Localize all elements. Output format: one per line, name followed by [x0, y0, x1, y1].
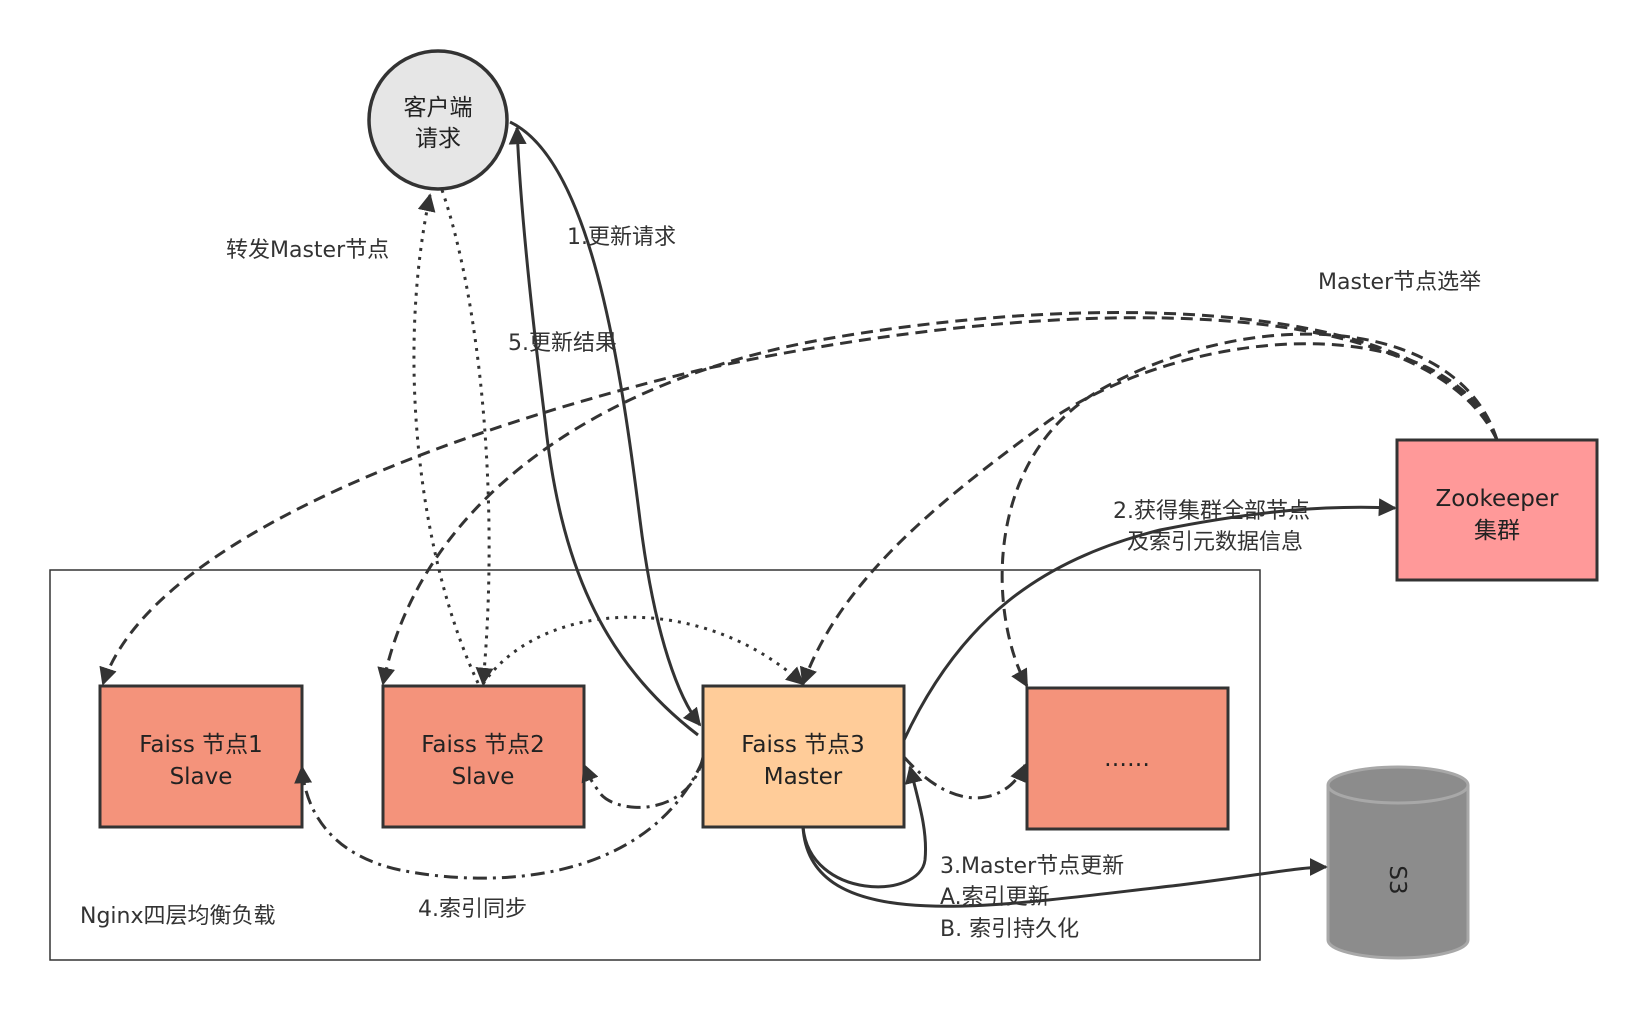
edge-election-node2	[377, 311, 1499, 686]
s3-storage: S3	[1326, 765, 1470, 960]
faiss-node-2-line2: Slave	[452, 764, 515, 790]
faiss-node-1: Faiss 节点1 Slave	[98, 684, 304, 829]
client-node: 客户端 请求	[367, 49, 509, 191]
edge-sync-node2	[581, 756, 705, 809]
s3-label: S3	[1384, 865, 1410, 894]
edge-update-result	[508, 126, 699, 737]
more-nodes: ……	[1025, 686, 1230, 831]
zookeeper-label-line2: 集群	[1474, 518, 1520, 544]
edge-get-cluster-info	[902, 498, 1397, 741]
faiss-node-3-master: Faiss 节点3 Master	[701, 684, 906, 829]
label-master-update-line2: A.索引更新	[940, 885, 1050, 910]
label-forward-master: 转发Master节点	[226, 238, 389, 263]
edge-update-request	[509, 120, 702, 727]
edge-election-more	[1000, 332, 1499, 688]
edge-persist-s3	[801, 826, 1328, 908]
faiss-node-3-line1: Faiss 节点3	[741, 732, 865, 758]
label-index-sync: 4.索引同步	[418, 897, 527, 922]
edge-sync-more	[902, 756, 1027, 800]
label-get-nodes-line1: 2.获得集群全部节点	[1113, 499, 1310, 524]
zookeeper-node: Zookeeper 集群	[1395, 438, 1599, 582]
edge-election-master	[799, 342, 1499, 686]
client-label-line2: 请求	[415, 126, 461, 152]
faiss-node-2-line1: Faiss 节点2	[421, 732, 545, 758]
faiss-node-1-line2: Slave	[170, 764, 233, 790]
edge-forward-up	[412, 193, 480, 684]
label-master-update-line1: 3.Master节点更新	[940, 854, 1124, 879]
faiss-node-1-line1: Faiss 节点1	[139, 732, 263, 758]
client-label-line1: 客户端	[404, 95, 473, 121]
edge-forward-down	[440, 189, 494, 686]
nginx-group-box	[49, 569, 1261, 961]
label-master-update-line3: B. 索引持久化	[940, 917, 1079, 942]
more-nodes-label: ……	[1104, 746, 1150, 772]
edge-election-node1	[99, 316, 1499, 686]
label-master-election: Master节点选举	[1318, 270, 1481, 295]
edge-master-self-update	[801, 765, 928, 889]
label-update-request: 1.更新请求	[567, 225, 676, 250]
label-get-nodes-line2: 及索引元数据信息	[1127, 530, 1303, 555]
faiss-node-3-line2: Master	[764, 764, 843, 790]
zookeeper-label-line1: Zookeeper	[1436, 486, 1559, 512]
edge-sync-node1	[294, 759, 705, 880]
faiss-node-2: Faiss 节点2 Slave	[381, 684, 586, 829]
edge-slave2-to-master	[481, 615, 805, 686]
label-update-result: 5.更新结果	[508, 331, 617, 356]
nginx-group-label: Nginx四层均衡负载	[80, 904, 276, 929]
